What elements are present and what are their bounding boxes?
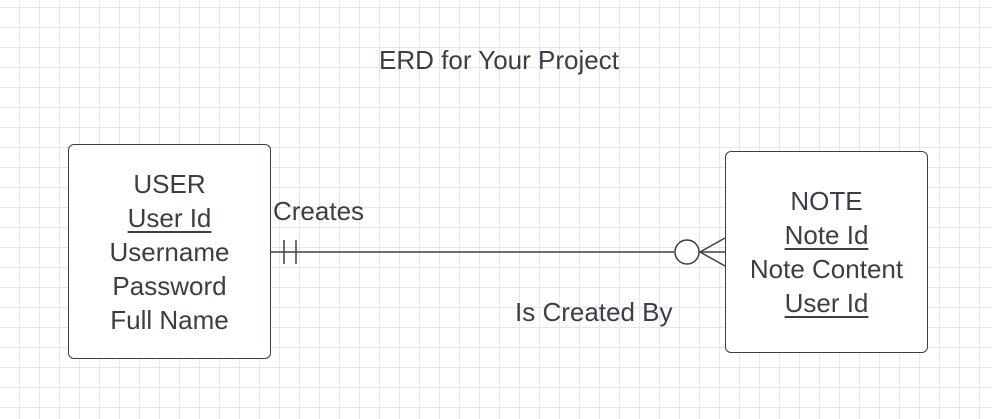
foreign-key-attribute: User Id [784,288,869,318]
crowfoot-upper [699,237,726,253]
primary-key-attribute: Note Id [784,220,869,250]
zero-optional-circle [674,239,700,265]
diagram-title: ERD for Your Project [379,45,619,75]
attribute: Username [109,236,230,267]
entity-user[interactable]: USER User Id Username Password Full Name [68,144,271,359]
crowfoot-lower [699,251,726,267]
relationship-label-creates[interactable]: Creates [273,196,365,226]
relationship-label-is-created-by[interactable]: Is Created By [515,297,673,327]
entity-note[interactable]: NOTE Note Id Note Content User Id [725,151,928,353]
primary-key-attribute: User Id [127,202,212,233]
entity-name: USER [133,168,206,199]
attribute: Note Content [749,254,904,284]
entity-name: NOTE [790,186,863,216]
attribute: Password [112,270,227,301]
attribute: Full Name [110,304,229,335]
